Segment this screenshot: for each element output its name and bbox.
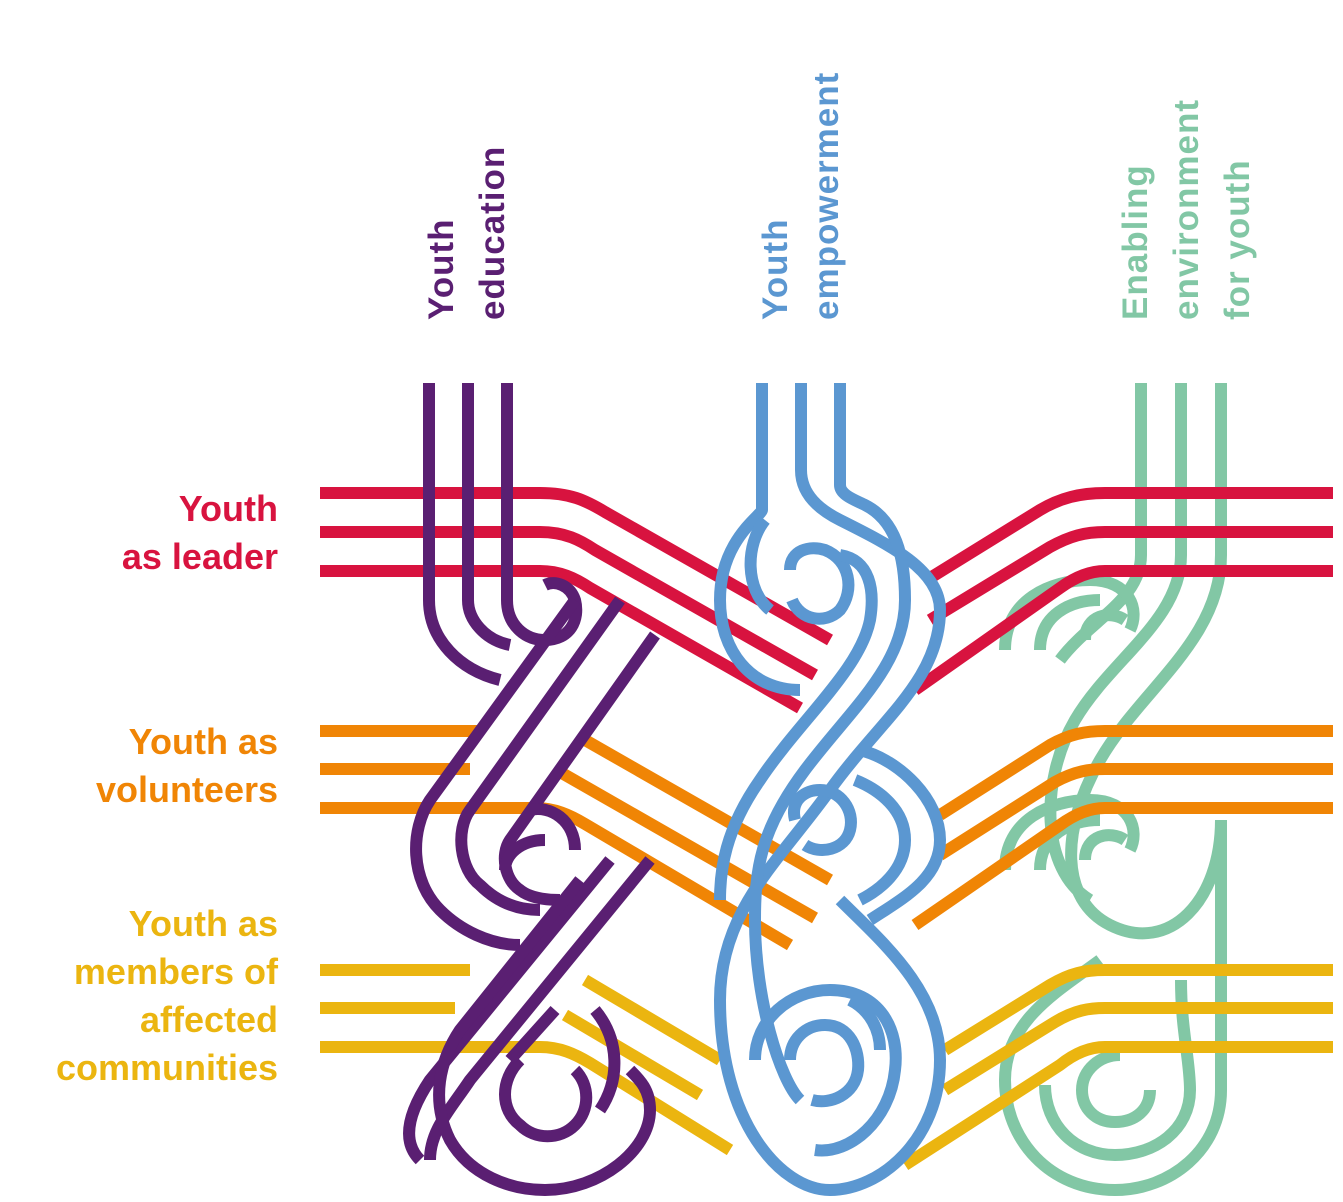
- row-label-volunteers: Youth as volunteers: [96, 718, 278, 814]
- row-label-leader: Youth as leader: [122, 485, 278, 581]
- row-label-volunteers-line2: volunteers: [95, 769, 278, 810]
- row-label-volunteers-line1: Youth as: [128, 721, 278, 762]
- row-label-communities: Youth as members of affected communities: [56, 900, 278, 1092]
- column-labels: Youth education Youth empowerment Enabli…: [422, 72, 1257, 320]
- row-label-communities-line4: communities: [55, 1047, 278, 1088]
- row-label-leader-line2: as leader: [121, 536, 278, 577]
- row-label-leader-line1: Youth: [178, 488, 278, 529]
- column-label-empowerment-line2: empowerment: [807, 72, 846, 320]
- column-label-environment-line3: for youth: [1218, 159, 1257, 320]
- column-label-environment-line2: environment: [1167, 99, 1206, 320]
- column-label-environment-line1: Enabling: [1116, 164, 1155, 320]
- column-label-education-line2: education: [473, 146, 512, 320]
- column-label-education-line1: Youth: [422, 218, 461, 320]
- purple-strands: [403, 383, 660, 1196]
- row-label-communities-line2: members of: [73, 951, 278, 992]
- column-label-empowerment-line1: Youth: [756, 218, 795, 320]
- blue-strands: [714, 383, 946, 1196]
- yellow-strands: [320, 964, 1333, 1171]
- row-label-communities-line1: Youth as: [128, 903, 278, 944]
- row-label-communities-line3: affected: [139, 999, 278, 1040]
- red-strands: [320, 487, 1333, 714]
